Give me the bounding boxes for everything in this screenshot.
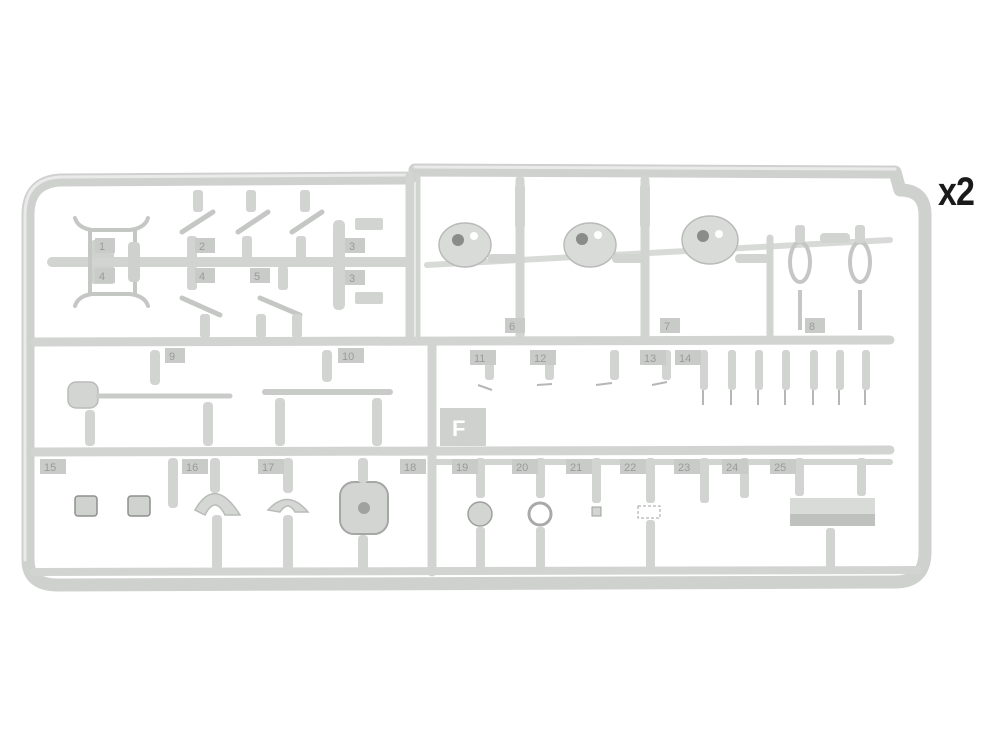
tag-plate xyxy=(470,350,496,365)
tag-number: 21 xyxy=(570,462,582,474)
tag-number: 22 xyxy=(624,462,636,474)
tag-number: 3 xyxy=(349,273,355,285)
tag-number: 6 xyxy=(509,321,515,333)
sprue-letter: F xyxy=(452,416,465,441)
part-number-tag: 5 xyxy=(250,268,270,283)
tag-plate xyxy=(250,268,270,283)
tag-number: 5 xyxy=(254,271,260,283)
part-number-tag: 14 xyxy=(675,350,701,365)
tag-number: 23 xyxy=(678,462,690,474)
part-number-tag: 18 xyxy=(400,459,426,474)
tag-plate xyxy=(95,238,115,253)
tag-number: 10 xyxy=(342,351,354,363)
tag-number: 4 xyxy=(199,271,205,283)
tag-plate xyxy=(345,238,365,253)
part-number-tag: 13 xyxy=(640,350,666,365)
tag-plate xyxy=(530,350,556,365)
tag-plate xyxy=(40,459,66,474)
tag-plate xyxy=(770,459,796,474)
tag-plate xyxy=(660,318,680,333)
part-6-7-assemblies xyxy=(438,183,769,268)
lower-row-parts xyxy=(74,481,875,535)
part-number-tag: 4 xyxy=(195,268,215,283)
part-number-tag: 15 xyxy=(40,459,66,474)
quantity-label: x2 xyxy=(938,170,975,214)
tag-plate xyxy=(182,459,208,474)
part-number-tag: 17 xyxy=(258,459,284,474)
tag-number: 24 xyxy=(726,462,738,474)
part-number-tag: 4 xyxy=(95,268,115,283)
tag-plate xyxy=(195,238,215,253)
tag-number: 4 xyxy=(99,271,105,283)
part-number-tag: 19 xyxy=(452,459,478,474)
part-number-tag: 7 xyxy=(660,318,680,333)
part-number-tag: 8 xyxy=(805,318,825,333)
part-number-tag: 10 xyxy=(338,348,364,363)
part-8-hooks xyxy=(788,240,872,330)
tag-number: 14 xyxy=(679,353,691,365)
part-number-tag: 6 xyxy=(505,318,525,333)
tag-number: 17 xyxy=(262,462,274,474)
part-9-shovel xyxy=(67,381,393,409)
tag-plate xyxy=(805,318,825,333)
tag-plate xyxy=(258,459,284,474)
tag-plate xyxy=(722,459,748,474)
tag-number: 3 xyxy=(349,241,355,253)
part-number-tag: 22 xyxy=(620,459,646,474)
tag-plate xyxy=(400,459,426,474)
tag-number: 16 xyxy=(186,462,198,474)
part-number-tag: 21 xyxy=(566,459,592,474)
part-number-tag: 16 xyxy=(182,459,208,474)
tag-number: 11 xyxy=(474,353,485,365)
tag-plate xyxy=(338,348,364,363)
part-number-tag: 3 xyxy=(345,270,365,285)
part-number-tag: 2 xyxy=(195,238,215,253)
tag-number: 13 xyxy=(644,353,656,365)
tag-number: 8 xyxy=(809,321,815,333)
part-number-tag: 23 xyxy=(674,459,700,474)
part-number-tag: 3 xyxy=(345,238,365,253)
part-number-tag: 9 xyxy=(165,348,185,363)
outer-frame xyxy=(21,163,932,592)
part-number-tag: 20 xyxy=(512,459,538,474)
tag-plate xyxy=(345,270,365,285)
tag-plate xyxy=(505,318,525,333)
tag-plate xyxy=(95,268,115,283)
tag-number: 18 xyxy=(404,462,416,474)
tag-number: 20 xyxy=(516,462,528,474)
part-number-tag: 24 xyxy=(722,459,748,474)
part-number-tag: 12 xyxy=(530,350,556,365)
tag-plate xyxy=(452,459,478,474)
tag-plate xyxy=(620,459,646,474)
tag-plate xyxy=(640,350,666,365)
tag-plate xyxy=(165,348,185,363)
part-number-tag: 11 xyxy=(470,350,496,365)
tag-plate xyxy=(512,459,538,474)
tag-plate xyxy=(195,268,215,283)
sprue-letter-block: F xyxy=(440,408,486,446)
tag-plate xyxy=(566,459,592,474)
tag-number: 25 xyxy=(774,462,786,474)
tag-number: 12 xyxy=(534,353,546,365)
tag-number: 19 xyxy=(456,462,468,474)
tag-number: 15 xyxy=(44,462,56,474)
part-number-tag: 1 xyxy=(95,238,115,253)
tag-number: 1 xyxy=(99,241,105,253)
tag-plate xyxy=(675,350,701,365)
tag-number: 9 xyxy=(169,351,175,363)
tag-number: 2 xyxy=(199,241,205,253)
tag-number: 7 xyxy=(664,321,670,333)
part-number-tag: 25 xyxy=(770,459,796,474)
tag-plate xyxy=(674,459,700,474)
